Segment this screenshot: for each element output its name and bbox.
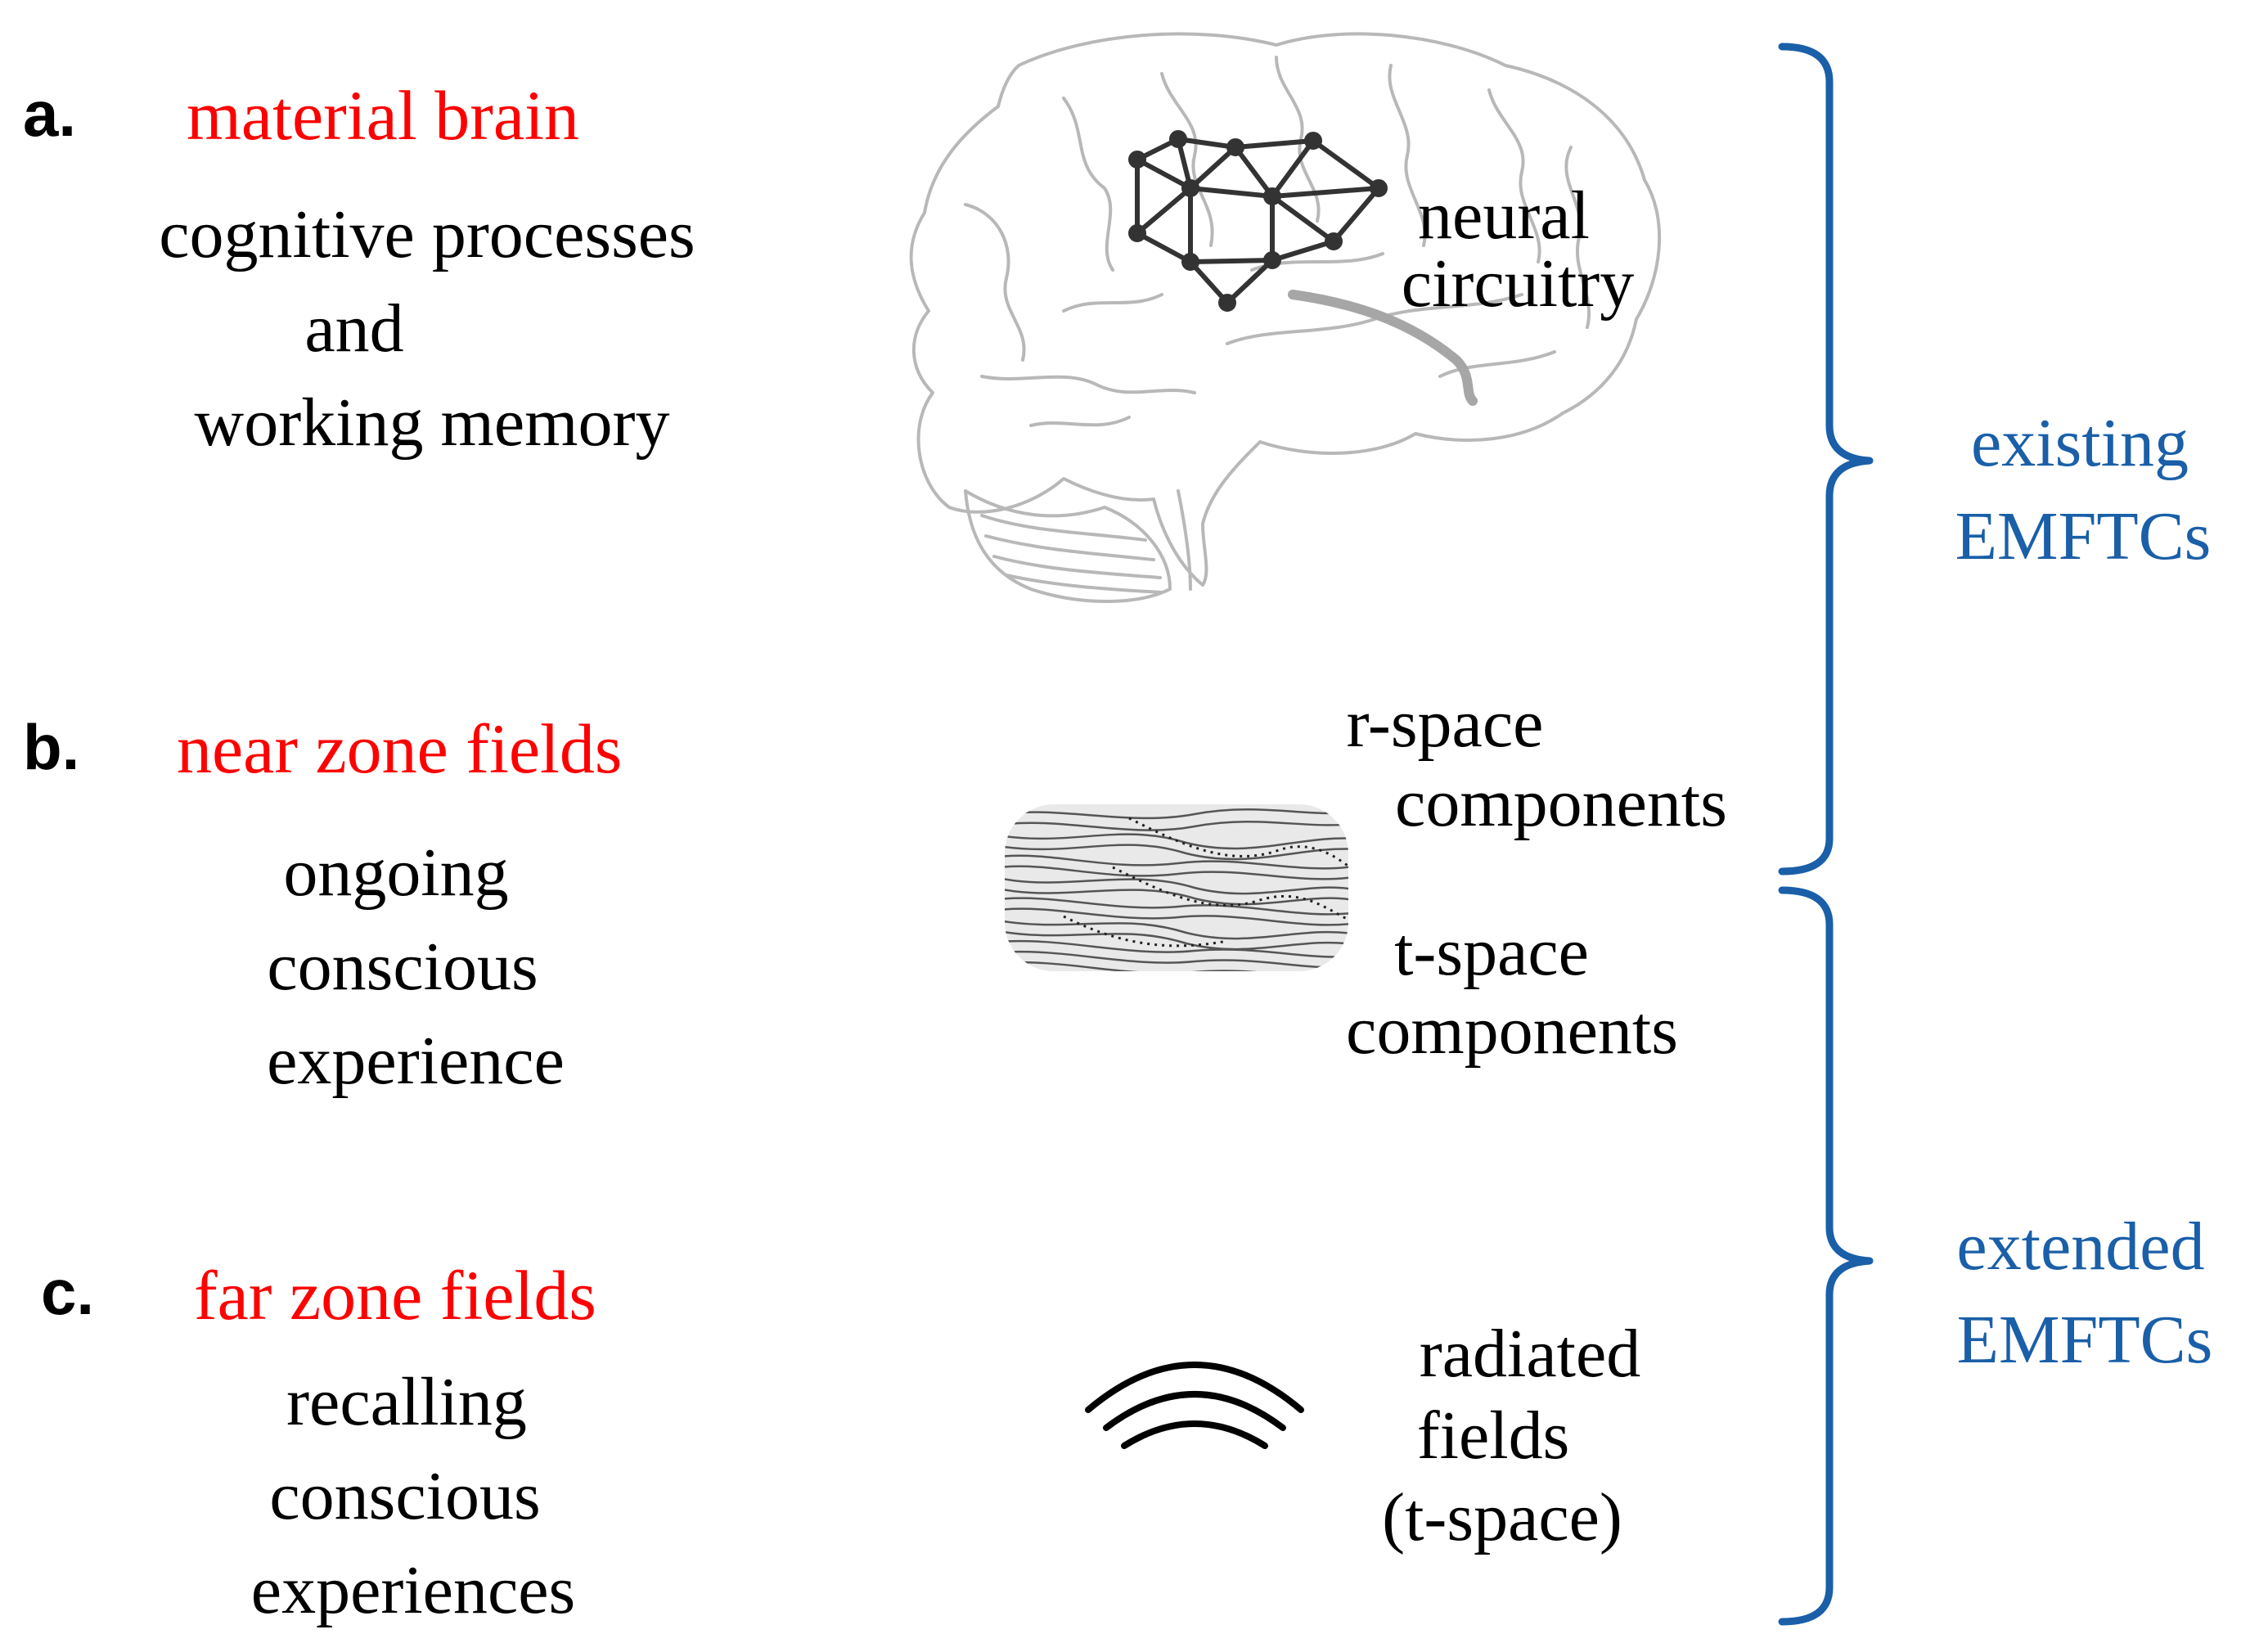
row-letter: c. xyxy=(41,1256,95,1328)
extended-bracket xyxy=(1778,886,1874,1626)
row-heading: near zone fields xyxy=(177,709,623,788)
row-line: ongoing xyxy=(283,835,509,911)
label-line: (t-space) xyxy=(1382,1479,1622,1555)
row-heading: material brain xyxy=(187,76,579,155)
row-line: experiences xyxy=(250,1552,576,1628)
row-letter: a. xyxy=(23,78,77,150)
label-line: r-space xyxy=(1346,686,1544,762)
label-line: t-space xyxy=(1394,914,1589,990)
label-line: neural xyxy=(1418,178,1590,254)
row-line: conscious xyxy=(267,929,538,1005)
row-line: experience xyxy=(267,1023,565,1099)
label-line: fields xyxy=(1416,1398,1570,1474)
neural-network-graph xyxy=(1128,130,1388,312)
label-line: radiated xyxy=(1419,1316,1641,1392)
row-line: conscious xyxy=(269,1458,541,1534)
row-line: recalling xyxy=(286,1364,527,1440)
bracket-label-line: existing xyxy=(1971,405,2189,481)
bracket-label-line: EMFTCs xyxy=(1956,1302,2213,1378)
existing-bracket xyxy=(1778,43,1874,876)
row-line: cognitive processes xyxy=(159,196,695,272)
label-line: circuitry xyxy=(1401,245,1635,322)
row-line: working memory xyxy=(194,385,670,461)
radiated-waves-icon xyxy=(1085,1362,1304,1449)
row-line: and xyxy=(304,290,404,367)
bracket-label-line: extended xyxy=(1956,1209,2205,1285)
label-line: components xyxy=(1395,765,1727,841)
field-pattern-texture xyxy=(1005,804,1348,971)
bracket-label-line: EMFTCs xyxy=(1955,498,2212,574)
label-line: components xyxy=(1346,993,1678,1069)
row-letter: b. xyxy=(23,711,80,783)
row-heading: far zone fields xyxy=(194,1256,596,1335)
